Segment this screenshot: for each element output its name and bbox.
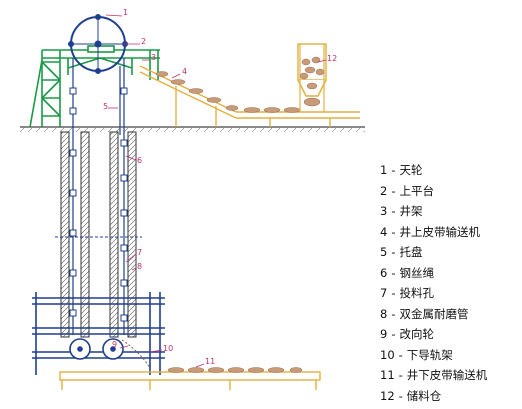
legend-text: 钢丝绳 <box>399 265 434 280</box>
callout-10: 10 <box>163 344 174 353</box>
legend-separator: - <box>398 388 403 403</box>
legend-item: 4-井上皮带输送机 <box>380 222 518 243</box>
legend-text: 储料仓 <box>406 388 442 403</box>
legend-number: 10 <box>380 347 395 362</box>
legend-item: 6-钢丝绳 <box>380 263 518 284</box>
legend-number: 9 <box>380 327 388 341</box>
callout-11: 11 <box>205 357 216 366</box>
legend-text: 投料孔 <box>399 286 434 300</box>
legend-item: 3-井架 <box>380 201 518 222</box>
callout-9: 9 <box>112 340 118 349</box>
legend-separator: - <box>391 286 396 300</box>
legend-number: 4 <box>380 224 388 239</box>
legend-text: 双金属耐磨管 <box>399 306 469 321</box>
legend-number: 12 <box>380 388 395 403</box>
legend-text: 天轮 <box>399 163 423 177</box>
bimetal-wear-pipe <box>60 131 137 338</box>
legend-separator: - <box>391 327 396 341</box>
underground-belt-conveyor <box>59 371 321 390</box>
callout-3: 3 <box>151 53 157 62</box>
legend-item: 1-天轮 <box>380 160 518 181</box>
legend-item: 2-上平台 <box>380 181 518 202</box>
legend-item: 12-储料仓 <box>380 386 518 407</box>
callout-2: 2 <box>141 37 147 46</box>
legend-item: 9-改向轮 <box>380 324 518 345</box>
legend-text: 井下皮带输送机 <box>406 368 488 382</box>
lower-guide-frame <box>32 292 165 375</box>
callout-leaders <box>105 14 327 368</box>
loading-hole <box>121 339 151 369</box>
legend-separator: - <box>391 265 396 280</box>
legend-number: 1 <box>380 163 388 177</box>
callout-1: 1 <box>123 8 129 17</box>
legend-number: 8 <box>380 306 388 321</box>
storage-bin <box>297 43 327 112</box>
legend-text: 井架 <box>399 204 423 218</box>
upper-platform <box>87 45 115 53</box>
legend-number: 11 <box>380 368 395 382</box>
tray <box>69 87 128 322</box>
legend-text: 托盘 <box>399 245 423 259</box>
callout-12: 12 <box>327 54 338 63</box>
callout-6: 6 <box>137 156 143 165</box>
callout-4: 4 <box>182 67 188 76</box>
legend-separator: - <box>391 245 396 259</box>
headframe <box>29 49 160 128</box>
ore-on-surface-belt <box>155 71 301 113</box>
legend-text: 下导轨架 <box>406 347 453 362</box>
legend-item: 7-投料孔 <box>380 283 518 304</box>
ground-surface <box>20 126 365 132</box>
legend-separator: - <box>391 183 396 198</box>
legend-item: 8-双金属耐磨管 <box>380 304 518 325</box>
legend-separator: - <box>391 224 396 239</box>
legend-text: 改向轮 <box>399 327 434 341</box>
legend-item: 10-下导轨架 <box>380 345 518 366</box>
callout-7: 7 <box>137 248 143 257</box>
legend-number: 6 <box>380 265 388 280</box>
legend: 1-天轮 2-上平台 3-井架 4-井上皮带输送机 5-托盘 6-钢丝绳 7-投… <box>380 160 518 406</box>
callout-5: 5 <box>103 102 109 111</box>
legend-separator: - <box>391 306 396 321</box>
legend-separator: - <box>391 163 396 177</box>
legend-separator: - <box>398 347 403 362</box>
legend-item: 11-井下皮带输送机 <box>380 365 518 386</box>
legend-number: 2 <box>380 183 388 198</box>
legend-text: 上平台 <box>399 183 434 198</box>
legend-number: 5 <box>380 245 388 259</box>
surface-belt-conveyor <box>139 65 360 127</box>
callout-8: 8 <box>137 262 143 271</box>
legend-text: 井上皮带输送机 <box>399 224 480 239</box>
return-wheel <box>69 338 124 360</box>
ore-on-underground-belt <box>167 367 303 373</box>
legend-item: 5-托盘 <box>380 242 518 263</box>
legend-number: 7 <box>380 286 388 300</box>
legend-number: 3 <box>380 204 388 218</box>
legend-separator: - <box>398 368 403 382</box>
legend-separator: - <box>391 204 396 218</box>
